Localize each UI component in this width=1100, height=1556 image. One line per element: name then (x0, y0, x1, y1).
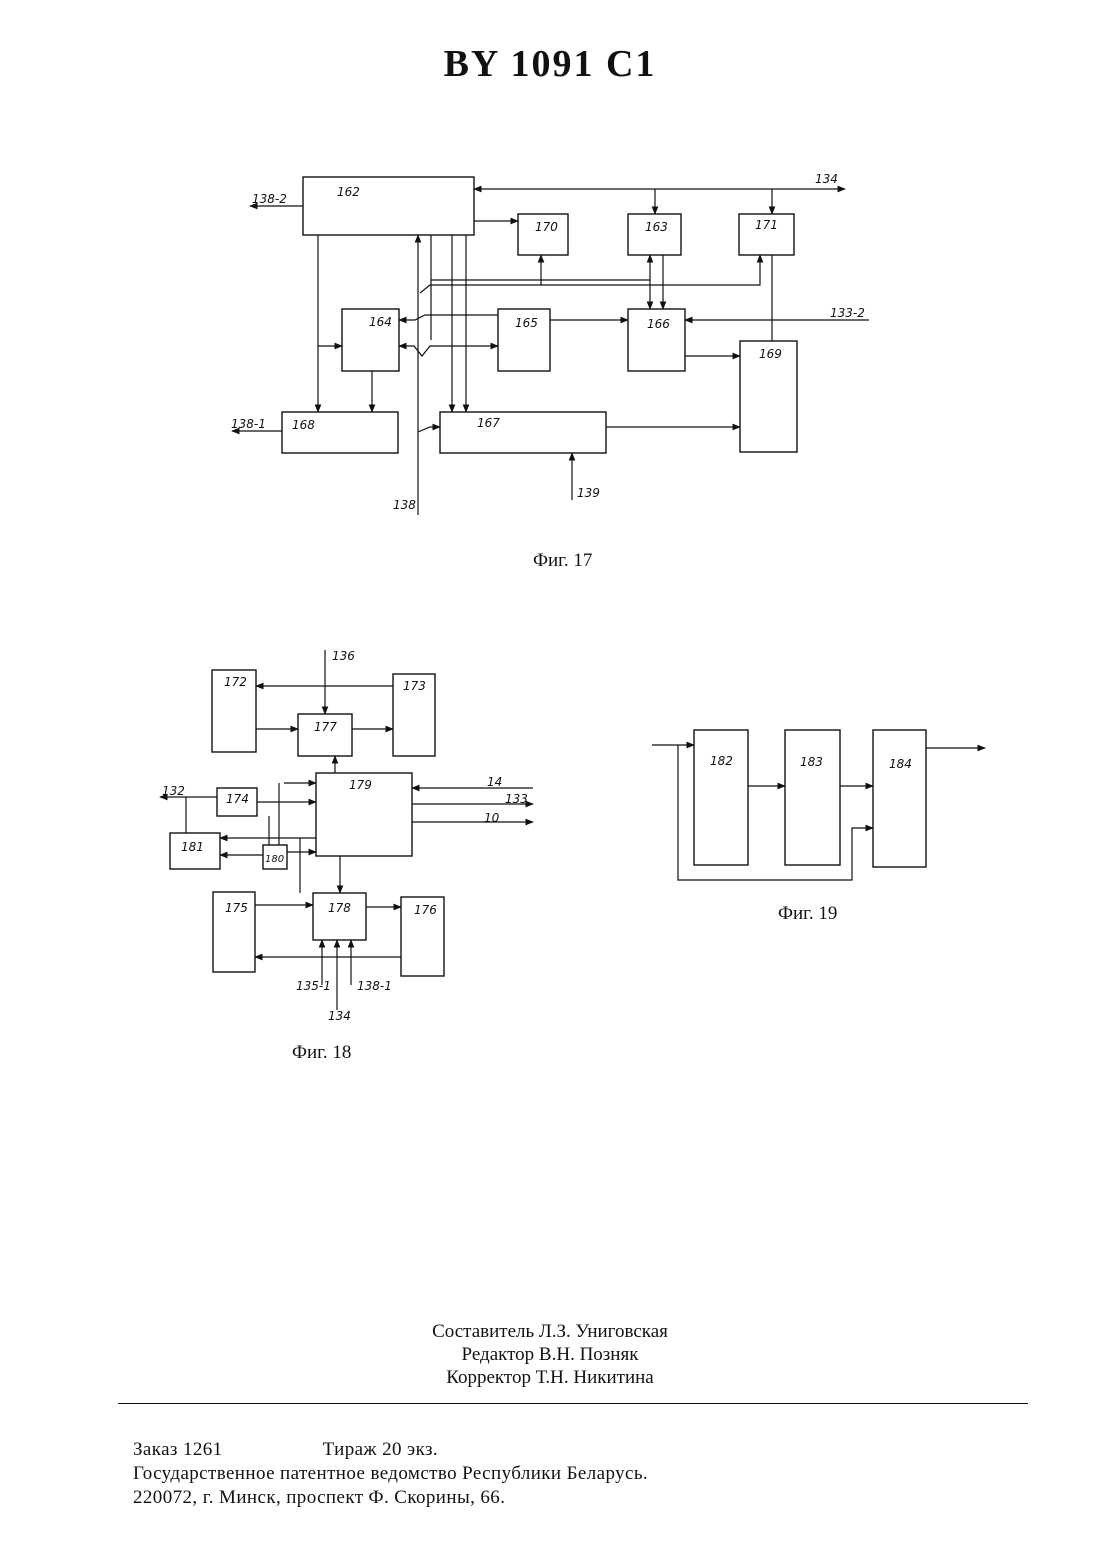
label-166: 166 (647, 317, 670, 331)
order-number: Заказ 1261 (133, 1439, 223, 1460)
signal-138-1-label: 138-1 (357, 979, 392, 993)
signal-14-label: 14 (487, 775, 502, 789)
label-177: 177 (314, 720, 337, 734)
label-167: 167 (477, 416, 500, 430)
office-line: Государственное патентное ведомство Респ… (133, 1462, 648, 1486)
label-169: 169 (759, 347, 782, 361)
block-183 (785, 730, 840, 865)
imprint: Заказ 1261 Тираж 20 экз. Государственное … (133, 1438, 648, 1510)
signal-138-label: 138 (393, 498, 416, 512)
label-183: 183 (800, 755, 823, 769)
signal-138-2-label: 138-2 (252, 192, 287, 206)
label-163: 163 (645, 220, 668, 234)
signal-134-label: 134 (328, 1009, 351, 1023)
label-165: 165 (515, 316, 538, 330)
signal-135-1-label: 135-1 (296, 979, 331, 993)
label-162: 162 (337, 185, 360, 199)
label-170: 170 (535, 220, 558, 234)
label-174: 174 (226, 792, 249, 806)
block-182 (694, 730, 748, 865)
label-164: 164 (369, 315, 392, 329)
figure-19-diagram: 182 183 184 (652, 730, 985, 880)
label-184: 184 (889, 757, 912, 771)
proofreader-line: Корректор Т.Н. Никитина (360, 1366, 740, 1389)
circulation: Тираж 20 экз. (323, 1439, 438, 1460)
signal-132-label: 132 (162, 784, 185, 798)
label-178: 178 (328, 901, 351, 915)
editor-line: Редактор В.Н. Позняк (360, 1343, 740, 1366)
signal-10-label: 10 (484, 811, 500, 825)
signal-139-label: 139 (577, 486, 600, 500)
figure-17-caption: Фиг. 17 (533, 550, 592, 572)
figure-17-diagram: 162 170 163 171 164 165 166 169 168 167 … (231, 172, 869, 515)
address-line: 220072, г. Минск, проспект Ф. Скорины, 6… (133, 1486, 648, 1510)
label-179: 179 (349, 778, 372, 792)
figure-19-caption: Фиг. 19 (778, 903, 837, 925)
signal-133-2-label: 133-2 (830, 306, 865, 320)
label-176: 176 (414, 903, 437, 917)
block-184 (873, 730, 926, 867)
block-162 (303, 177, 474, 235)
compiler-line: Составитель Л.З. Униговская (360, 1320, 740, 1343)
label-180: 180 (265, 854, 284, 865)
label-173: 173 (403, 679, 426, 693)
figure-18-diagram: 172 173 177 179 174 181 180 175 178 176 … (160, 649, 533, 1023)
signal-136-label: 136 (332, 649, 355, 663)
block-167 (440, 412, 606, 453)
order-row: Заказ 1261 Тираж 20 экз. (133, 1438, 648, 1462)
figure-18-caption: Фиг. 18 (292, 1042, 351, 1064)
label-175: 175 (225, 901, 248, 915)
label-172: 172 (224, 675, 247, 689)
signal-138-1-label: 138-1 (231, 417, 266, 431)
signal-134-label: 134 (815, 172, 838, 186)
label-171: 171 (755, 218, 778, 232)
label-181: 181 (181, 840, 204, 854)
label-182: 182 (710, 754, 733, 768)
credits: Составитель Л.З. Униговская Редактор В.Н… (360, 1320, 740, 1389)
footer-divider (118, 1403, 1028, 1404)
label-168: 168 (292, 418, 315, 432)
